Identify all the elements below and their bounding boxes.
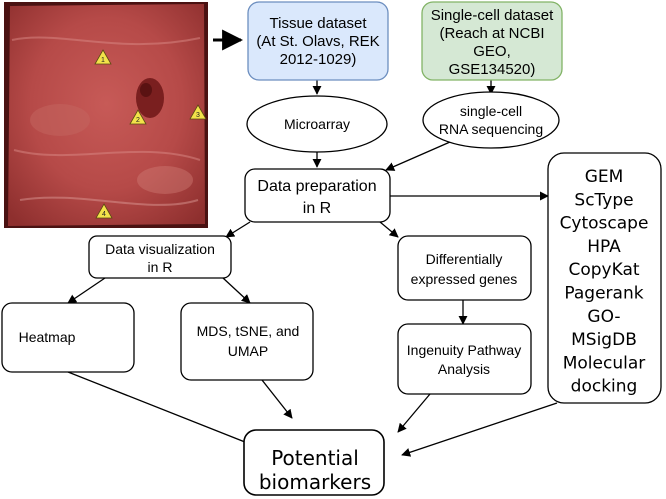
label-line: GO- — [587, 307, 620, 327]
label-line: Heatmap — [19, 329, 76, 345]
label-line: Cytoscape — [560, 214, 649, 234]
data-preparation-label: Data preparation in R — [257, 178, 376, 217]
label-line: Pagerank — [564, 284, 643, 304]
edge-ipa-to-biomarkers — [397, 393, 431, 433]
mds-box — [180, 302, 314, 381]
photo-marker: 2 — [129, 109, 147, 125]
edge-scrna-to-dataprep — [385, 141, 451, 171]
label-line: RNA sequencing — [439, 121, 543, 137]
tools-box — [547, 152, 662, 404]
svg-text:3: 3 — [196, 112, 200, 119]
label-line: Differentially — [426, 251, 503, 267]
svg-text:1: 1 — [101, 57, 105, 64]
label-line: UMAP — [228, 343, 268, 359]
microarray-ellipse — [246, 95, 388, 153]
edge-tools-to-biomarkers — [401, 402, 558, 457]
label-line: docking — [571, 377, 638, 397]
label-line: MSigDB — [571, 330, 637, 350]
label-line: in R — [148, 259, 173, 275]
label-line: CopyKat — [568, 260, 639, 280]
label-line: in R — [303, 200, 331, 217]
label-line: Microarray — [284, 116, 350, 132]
label-line: single-cell — [460, 103, 522, 119]
ipa-box — [397, 323, 532, 395]
tissue-dataset-box — [247, 1, 389, 81]
label-line: MDS, tSNE, and — [197, 323, 300, 339]
tissue-photo — [4, 2, 208, 228]
edge-mds-to-biomarkers — [261, 379, 293, 419]
edges — [67, 80, 558, 457]
edge-viz-to-mds — [222, 277, 251, 304]
heatmap-label: Heatmap — [19, 329, 76, 345]
label-line: GEO, — [473, 43, 511, 60]
svg-text:2: 2 — [136, 117, 140, 124]
edge-dataprep-to-viz — [225, 221, 251, 238]
label-line: Data preparation — [257, 178, 376, 195]
label-line: ScType — [574, 190, 633, 210]
label-line: (Reach at NCBI — [439, 25, 544, 42]
photo-marker: 1 — [94, 49, 112, 65]
heatmap-box — [1, 302, 135, 373]
label-line: expressed genes — [411, 271, 518, 287]
edge-dataprep-to-deg — [379, 221, 399, 238]
data-visualization-box — [88, 235, 232, 279]
microarray-label: Microarray — [284, 116, 350, 132]
label-line: GSE134520) — [449, 61, 536, 78]
svg-text:4: 4 — [102, 211, 106, 218]
photo-marker: 3 — [189, 104, 207, 120]
label-line: Potential — [271, 446, 359, 470]
potential-biomarkers-box — [243, 429, 385, 496]
edge-viz-to-heatmap — [67, 277, 106, 304]
label-line: HPA — [587, 237, 621, 257]
label-line: biomarkers — [259, 470, 371, 494]
label-line: Analysis — [438, 361, 490, 377]
label-line: Ingenuity Pathway — [407, 342, 521, 358]
edge-heatmap-to-biomarkers — [67, 371, 256, 448]
label-line: Data visualization — [105, 241, 215, 257]
photo-marker: 4 — [95, 203, 113, 219]
label-line: 2012-1029) — [280, 51, 357, 68]
deg-label: Differentially expressed genes — [411, 251, 518, 287]
data-visualization-label: Data visualization in R — [105, 241, 215, 275]
label-line: Tissue dataset — [270, 15, 368, 32]
scrna-ellipse — [422, 91, 560, 149]
label-line: Single-cell dataset — [431, 7, 554, 24]
single-cell-dataset-box — [421, 1, 563, 81]
deg-box — [397, 235, 532, 301]
label-line: Molecular — [563, 353, 646, 373]
label-line: (At St. Olavs, REK — [256, 33, 379, 50]
label-line: GEM — [585, 167, 624, 187]
data-preparation-box — [244, 168, 391, 223]
